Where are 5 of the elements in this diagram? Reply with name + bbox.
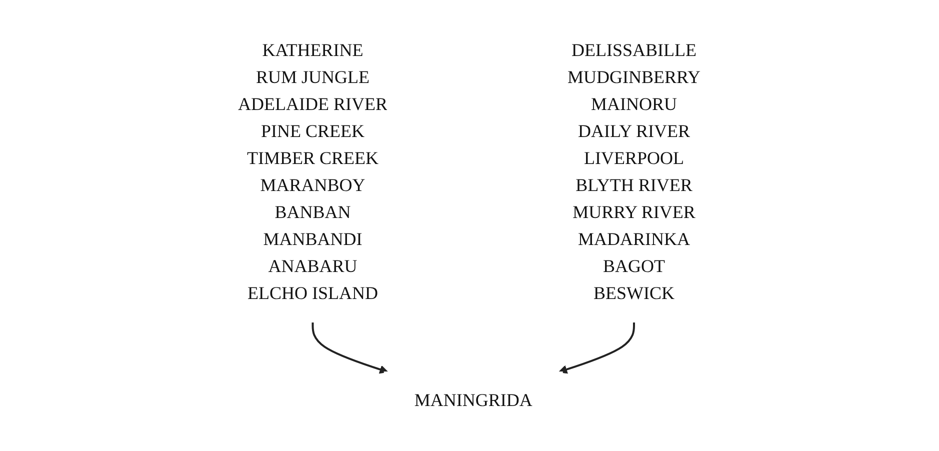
node-text: DELISSABILLE MUDGINBERRY MAINORU DAILY RIVER LIVERPOOL BLYTH RIVER MURRY RIVER MADARINKA BAGOT BESWICK [568,40,701,303]
node-text: KATHERINE RUM JUNGLE ADELAIDE RIVER PINE CREEK TIMBER CREEK MARANBOY BANBAN MANBANDI ANABARU ELCHO ISLAND [238,40,388,303]
arrow [558,322,636,374]
node-text: MANINGRIDA [414,390,533,410]
arrow [312,322,388,374]
